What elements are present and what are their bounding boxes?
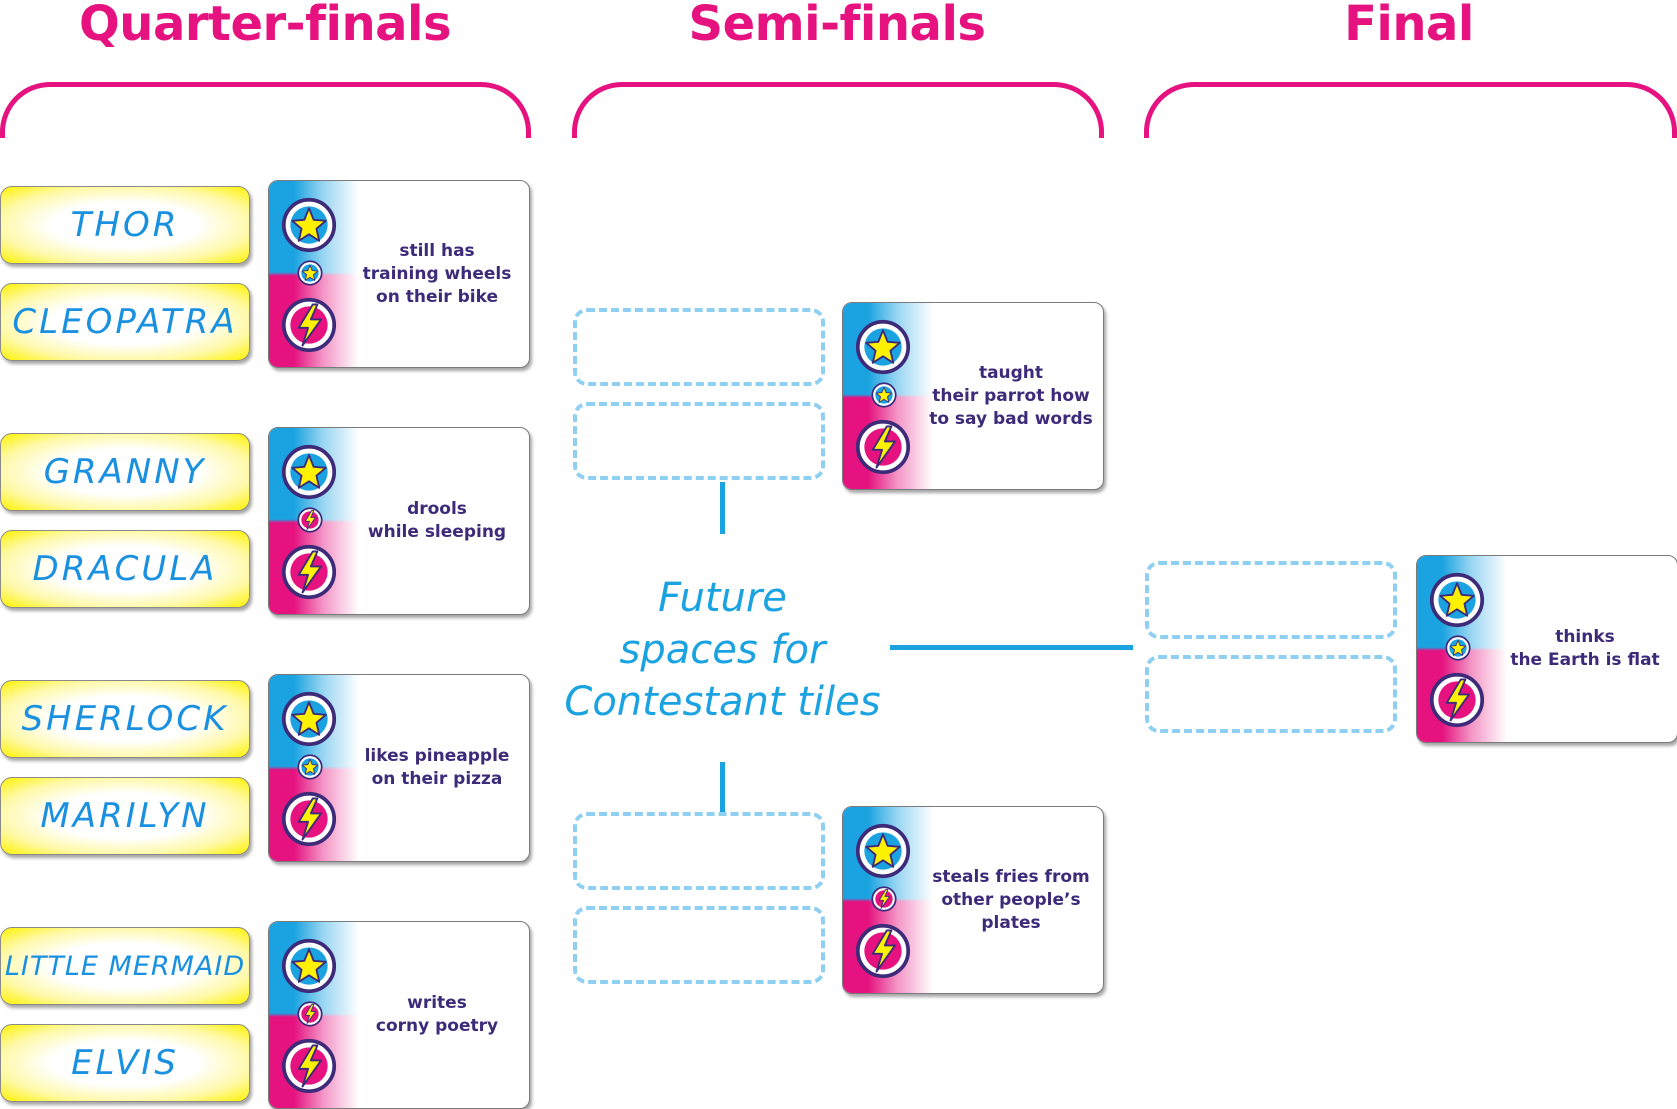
semi-final-slot-1[interactable] (573, 308, 825, 386)
star-icon (281, 444, 337, 500)
star-icon (281, 197, 337, 253)
quarter-finals-bracket (0, 82, 531, 138)
quirk-card-final[interactable]: thinks the Earth is flat (1416, 555, 1677, 743)
final-slot-1[interactable] (1145, 561, 1397, 639)
contestant-tile-little-mermaid[interactable]: LITTLE MERMAID (0, 927, 250, 1005)
star-icon (871, 382, 897, 408)
quirk-text: steals fries from other people’s plates (932, 866, 1090, 933)
quirk-text: drools while sleeping (367, 499, 507, 542)
star-icon (855, 319, 911, 375)
star-icon (281, 938, 337, 994)
contestant-tile-cleopatra[interactable]: CLEOPATRA (0, 283, 250, 361)
future-spaces-label: Future spaces for Contestant tiles (564, 575, 881, 725)
final-slot-2[interactable] (1145, 655, 1397, 733)
lightning-icon (281, 544, 337, 600)
quirk-card-quarter-2[interactable]: drools while sleeping (268, 427, 530, 615)
semi-final-slot-3[interactable] (573, 812, 825, 890)
lightning-icon (281, 297, 337, 353)
lightning-icon (1429, 672, 1485, 728)
quarter-finals-heading: Quarter-finals (78, 0, 452, 52)
star-icon (297, 260, 323, 286)
star-icon (1445, 635, 1471, 661)
quirk-text: thinks the Earth is flat (1510, 627, 1660, 670)
quirk-card-semi-2[interactable]: steals fries from other people’s plates (842, 806, 1104, 994)
star-icon (281, 691, 337, 747)
contestant-tile-thor[interactable]: THOR (0, 186, 250, 264)
quirk-card-quarter-3[interactable]: likes pineapple on their pizza (268, 674, 530, 862)
connector-line-final (890, 645, 1133, 650)
connector-line-top (720, 482, 725, 534)
quirk-text: likes pineapple on their pizza (364, 746, 510, 789)
quirk-text: taught their parrot how to say bad words (929, 362, 1093, 429)
lightning-icon (281, 791, 337, 847)
contestant-tile-elvis[interactable]: ELVIS (0, 1024, 250, 1102)
semi-final-slot-2[interactable] (573, 402, 825, 480)
quirk-card-quarter-4[interactable]: writes corny poetry (268, 921, 530, 1109)
star-icon (297, 754, 323, 780)
contestant-tile-sherlock[interactable]: SHERLOCK (0, 680, 250, 758)
lightning-icon (297, 507, 323, 533)
contestant-tile-marilyn[interactable]: MARILYN (0, 777, 250, 855)
contestant-tile-granny[interactable]: GRANNY (0, 433, 250, 511)
semi-final-slot-4[interactable] (573, 906, 825, 984)
quirk-card-quarter-1[interactable]: still has training wheels on their bike (268, 180, 530, 368)
star-icon (855, 823, 911, 879)
lightning-icon (855, 419, 911, 475)
lightning-icon (281, 1038, 337, 1094)
quirk-card-semi-1[interactable]: taught their parrot how to say bad words (842, 302, 1104, 490)
lightning-icon (855, 923, 911, 979)
connector-line-bottom (720, 762, 725, 812)
final-heading: Final (1344, 0, 1474, 52)
star-icon (1429, 572, 1485, 628)
lightning-icon (297, 1001, 323, 1027)
semi-finals-heading: Semi-finals (688, 0, 986, 52)
quirk-text: writes corny poetry (375, 993, 499, 1036)
final-bracket (1144, 82, 1677, 138)
quirk-text: still has training wheels on their bike (362, 240, 512, 307)
lightning-icon (871, 886, 897, 912)
semi-finals-bracket (572, 82, 1104, 138)
contestant-tile-dracula[interactable]: DRACULA (0, 530, 250, 608)
